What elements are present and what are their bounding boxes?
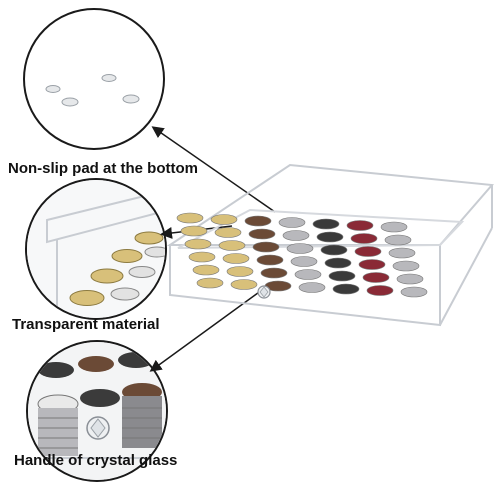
coffee-pod — [316, 231, 344, 243]
callout-circle-crystal-handle — [26, 340, 168, 482]
coffee-pod — [188, 251, 216, 263]
coffee-pod — [346, 220, 374, 231]
coffee-pod — [400, 286, 428, 298]
crystal-handle-icon — [86, 416, 110, 440]
coffee-pod — [392, 260, 420, 272]
callout-circle-non-slip-pads — [23, 8, 165, 150]
coffee-pod — [328, 270, 356, 282]
coffee-pod — [282, 230, 310, 241]
coffee-pod — [184, 238, 212, 250]
coffee-pod — [214, 227, 242, 238]
coffee-pod — [324, 257, 352, 269]
coffee-pod — [388, 247, 416, 259]
non-slip-pads-illustration — [45, 74, 140, 107]
coffee-pod — [290, 256, 318, 267]
coffee-pod — [180, 225, 208, 237]
coffee-pod — [354, 246, 382, 257]
callout-circle-transparent-material — [25, 178, 167, 320]
coffee-pod — [256, 254, 284, 266]
coffee-pod — [196, 277, 224, 289]
coffee-pod — [362, 272, 390, 283]
coffee-pod — [380, 221, 408, 233]
coffee-pod — [358, 259, 386, 270]
non-slip-pad-icon — [45, 74, 140, 107]
coffee-pod — [332, 283, 360, 295]
coffee-pod — [210, 214, 238, 225]
coffee-pod — [252, 241, 280, 253]
coffee-pod — [226, 266, 254, 277]
coffee-pod — [192, 264, 220, 276]
caption-transparent-material: Transparent material — [12, 316, 160, 333]
coffee-pod — [218, 240, 246, 251]
transparent-material-illustration — [27, 180, 165, 318]
coffee-pod — [286, 243, 314, 254]
caption-crystal-handle: Handle of crystal glass — [14, 452, 178, 469]
coffee-pod — [278, 217, 306, 228]
pod-rows — [69, 231, 165, 306]
coffee-pod — [176, 212, 204, 224]
coffee-pod — [396, 273, 424, 285]
crystal-handle-illustration — [28, 342, 166, 480]
coffee-pod — [366, 285, 394, 296]
crystal-handle-icon — [257, 285, 271, 299]
coffee-pod — [298, 282, 326, 293]
coffee-pod — [248, 228, 276, 240]
pod-grid — [176, 212, 428, 298]
coffee-pod — [312, 218, 340, 230]
caption-non-slip-pad: Non-slip pad at the bottom — [8, 160, 198, 177]
coffee-pod — [384, 234, 412, 246]
coffee-pod — [244, 215, 272, 227]
coffee-pod — [260, 267, 288, 279]
pod-closeups — [37, 352, 162, 456]
coffee-pod — [350, 233, 378, 244]
coffee-pod — [294, 269, 322, 280]
coffee-pod — [230, 279, 258, 290]
coffee-pod — [222, 253, 250, 264]
coffee-pod — [320, 244, 348, 256]
